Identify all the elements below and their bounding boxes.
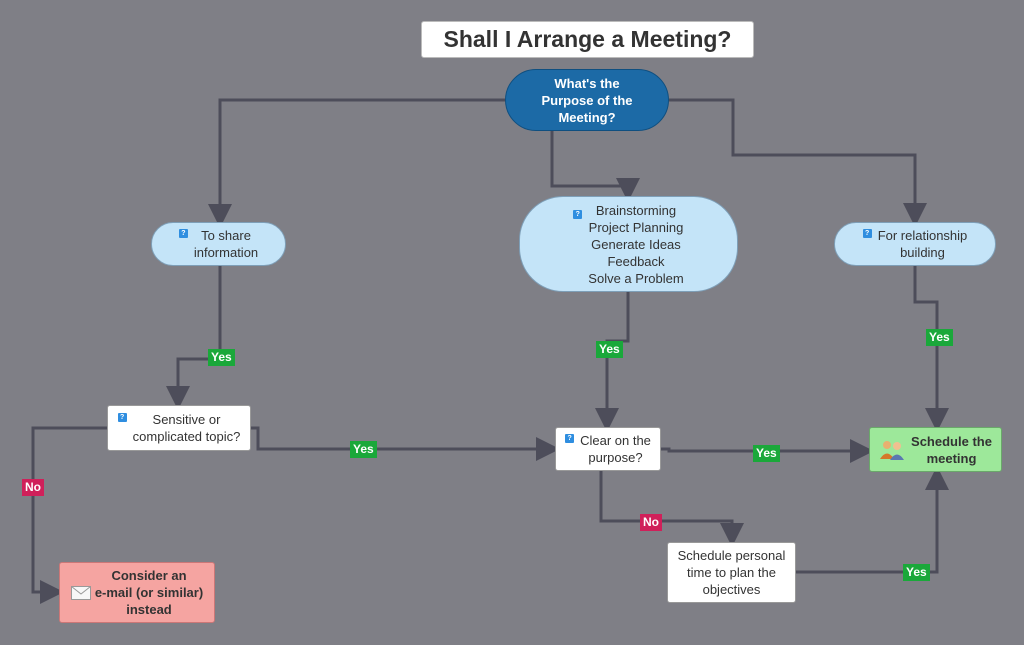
yes-label-personal: Yes bbox=[903, 564, 930, 581]
question-icon: ? bbox=[178, 229, 188, 238]
question-icon: ? bbox=[117, 413, 127, 422]
question-icon: ? bbox=[862, 229, 872, 238]
schedule-meeting-node[interactable]: Schedule the meeting bbox=[869, 427, 1002, 472]
sensitive-line-1: Sensitive or bbox=[152, 412, 221, 427]
share-information-node[interactable]: ? To share information bbox=[151, 222, 286, 266]
no-label-clear: No bbox=[640, 514, 662, 531]
yes-label-brainstorm: Yes bbox=[596, 341, 623, 358]
sensitive-topic-node[interactable]: ? Sensitive or complicated topic? bbox=[107, 405, 251, 451]
diagram-title: Shall I Arrange a Meeting? bbox=[421, 21, 754, 58]
brainstorming-node[interactable]: ? Brainstorming Project Planning Generat… bbox=[519, 196, 738, 292]
email-line-1: Consider an bbox=[111, 568, 187, 583]
connector-root-to-relationship bbox=[669, 98, 927, 227]
personal-line-3: objectives bbox=[702, 582, 761, 597]
root-line-3: Meeting? bbox=[558, 109, 616, 125]
share-line-2: information bbox=[193, 245, 259, 260]
yes-label-clear: Yes bbox=[753, 445, 780, 462]
connector-relationship-to-meeting bbox=[913, 266, 949, 432]
email-line-2: e-mail (or similar) bbox=[94, 585, 204, 600]
consider-email-node[interactable]: Consider an e-mail (or similar) instead bbox=[59, 562, 215, 623]
root-line-1: What's the bbox=[554, 75, 620, 91]
brainstorm-line-2: Project Planning bbox=[588, 219, 684, 235]
email-line-3: instead bbox=[126, 602, 172, 617]
people-icon bbox=[880, 440, 905, 460]
envelope-icon bbox=[70, 585, 91, 600]
meeting-line-2: meeting bbox=[926, 450, 977, 466]
connector-root-to-brainstorm bbox=[550, 131, 640, 202]
clear-line-2: purpose? bbox=[588, 450, 643, 465]
brainstorm-line-4: Feedback bbox=[607, 253, 665, 269]
yes-label-sensitive: Yes bbox=[350, 441, 377, 458]
connector-share-to-sensitive bbox=[166, 266, 222, 410]
share-line-1: To share bbox=[201, 228, 251, 243]
connector-sensitive-to-clear bbox=[251, 426, 560, 461]
root-question-node[interactable]: What's the Purpose of the Meeting? bbox=[505, 69, 669, 131]
connector-brainstorm-to-clear bbox=[595, 292, 630, 432]
no-label-sensitive: No bbox=[22, 479, 44, 496]
connector-sensitive-to-email bbox=[31, 426, 108, 604]
connector-root-to-share bbox=[208, 98, 505, 228]
relationship-line-1: For relationship bbox=[877, 228, 968, 243]
root-line-2: Purpose of the bbox=[541, 92, 633, 108]
brainstorm-line-1: Brainstorming bbox=[595, 202, 677, 218]
relationship-line-2: building bbox=[900, 245, 945, 260]
meeting-line-1: Schedule the bbox=[911, 433, 992, 449]
clear-purpose-node[interactable]: ? Clear on the purpose? bbox=[555, 427, 661, 471]
yes-label-relationship: Yes bbox=[926, 329, 953, 346]
yes-label-share: Yes bbox=[208, 349, 235, 366]
schedule-personal-node[interactable]: Schedule personal time to plan the objec… bbox=[667, 542, 796, 603]
question-icon: ? bbox=[573, 209, 583, 219]
connector-personal-to-meeting bbox=[796, 466, 949, 574]
connector-clear-to-personal bbox=[599, 470, 744, 547]
personal-line-2: time to plan the bbox=[687, 565, 776, 580]
personal-line-1: Schedule personal bbox=[677, 548, 786, 563]
relationship-building-node[interactable]: ? For relationship building bbox=[834, 222, 996, 266]
sensitive-line-2: complicated topic? bbox=[132, 429, 241, 444]
question-icon: ? bbox=[565, 434, 575, 443]
brainstorm-line-3: Generate Ideas bbox=[591, 236, 681, 252]
clear-line-1: Clear on the bbox=[580, 433, 651, 448]
brainstorm-line-5: Solve a Problem bbox=[588, 270, 684, 286]
